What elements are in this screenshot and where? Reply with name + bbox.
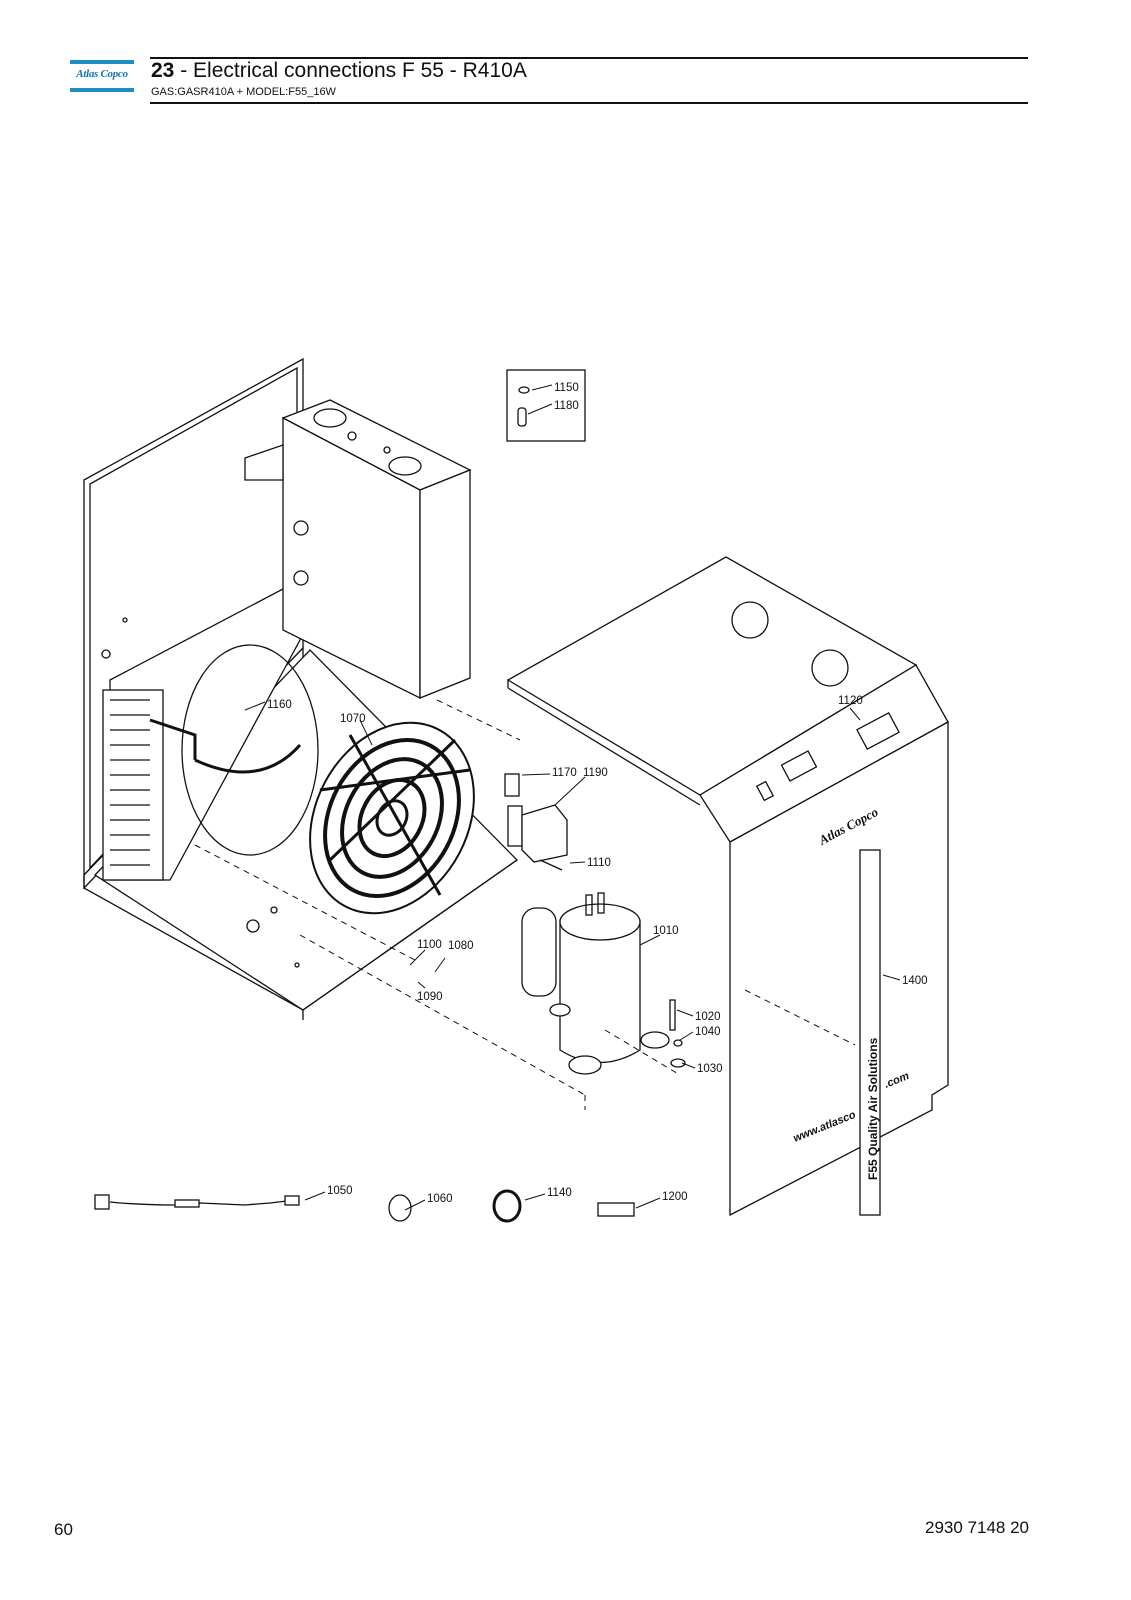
section-title: - Electrical connections F 55 - R410A	[174, 59, 527, 82]
document-number: 2930 7148 20	[925, 1518, 1029, 1537]
compressor	[521, 892, 686, 1075]
assembly-lines	[194, 699, 856, 1110]
decal-text: F55 Quality Air Solutions	[866, 1037, 880, 1180]
page-title: 23 - Electrical connections F 55 - R410A	[151, 59, 527, 83]
callout-1100: 1100	[417, 939, 442, 951]
electrical-box	[244, 399, 472, 700]
callout-1110: 1110	[587, 857, 611, 869]
page-number: 60	[54, 1520, 73, 1539]
logo-wordmark: Atlas Copco	[76, 68, 128, 80]
callout-1150: 1150	[554, 382, 579, 394]
header-bottom-rule	[150, 102, 1028, 104]
callout-1190: 1190	[583, 767, 608, 779]
detail-box	[506, 369, 586, 442]
callout-1140: 1140	[547, 1187, 572, 1199]
callout-1010: 1010	[653, 925, 679, 937]
callout-1200: 1200	[662, 1191, 688, 1203]
callout-1180: 1180	[554, 400, 579, 412]
solenoid-valve	[504, 773, 568, 871]
cabinet-cover	[506, 556, 949, 1217]
atlas-copco-logo: Atlas Copco	[70, 60, 134, 94]
condenser-fan	[309, 721, 475, 915]
callout-1090: 1090	[417, 991, 443, 1003]
callout-1160: 1160	[267, 699, 292, 711]
callout-1040: 1040	[695, 1026, 721, 1038]
callout-1080: 1080	[448, 940, 474, 952]
callout-1030: 1030	[697, 1063, 723, 1075]
callout-1020: 1020	[695, 1011, 721, 1023]
callout-1400: 1400	[902, 975, 928, 987]
leader-lines	[244, 384, 901, 1211]
page-subtitle: GAS:GASR410A + MODEL:F55_16W	[151, 86, 336, 98]
section-number: 23	[151, 59, 175, 82]
condenser-coil	[102, 644, 319, 881]
callout-labels: 1150 1180 1160 1070 1120 1170 1190 1110 …	[267, 382, 928, 1205]
callout-1050: 1050	[327, 1185, 353, 1197]
callout-1060: 1060	[427, 1193, 453, 1205]
header-top-rule	[150, 57, 1028, 59]
callout-1070: 1070	[340, 713, 366, 725]
callout-1170: 1170	[552, 767, 577, 779]
loose-parts	[94, 1189, 635, 1223]
callout-1120: 1120	[838, 695, 863, 707]
